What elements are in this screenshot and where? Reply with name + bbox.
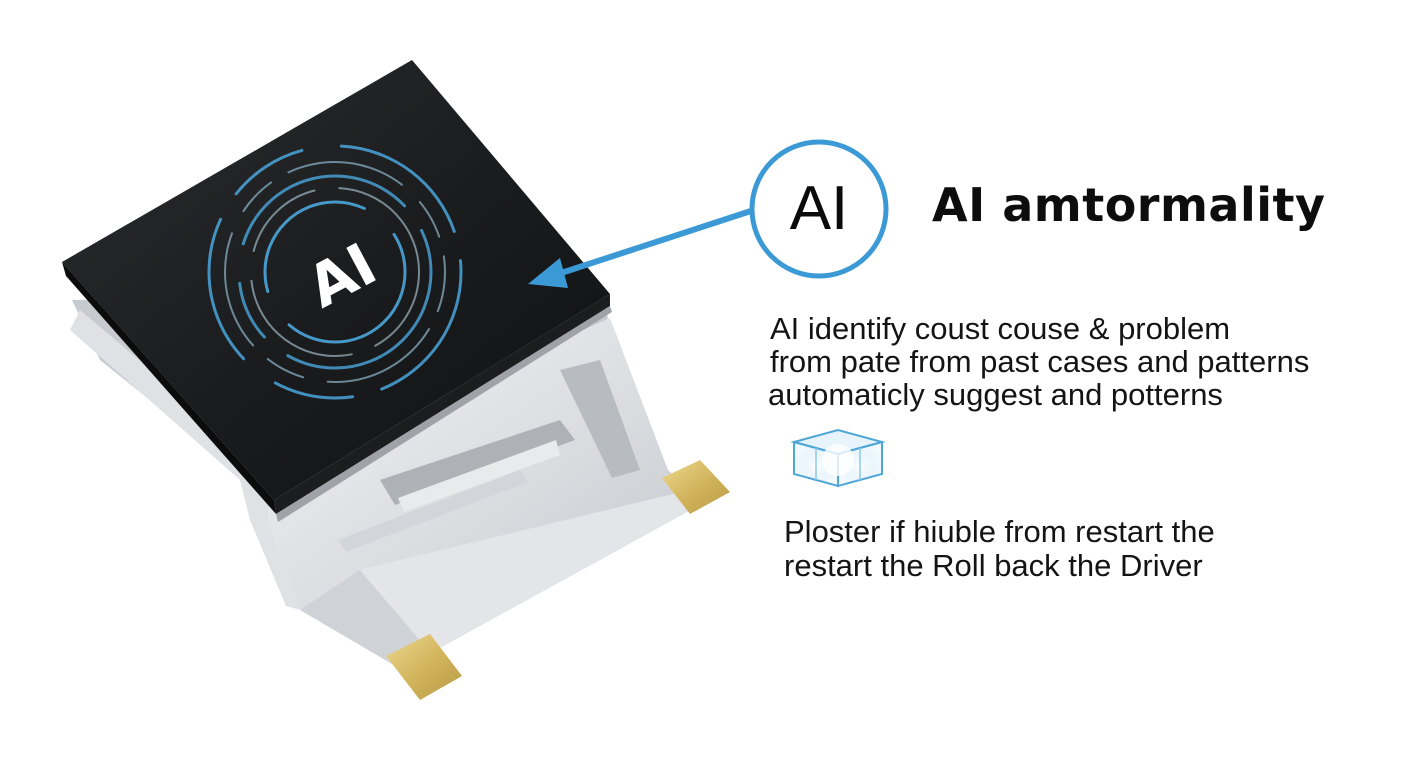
description-line-1: AI identify coust couse & problem	[770, 311, 1231, 346]
gold-contact-right	[662, 460, 730, 514]
gold-contact-left	[386, 634, 462, 700]
ai-badge-circle	[749, 139, 889, 279]
callout-pointer	[528, 205, 763, 288]
description-line-3: automaticly suggest and potterns	[768, 377, 1223, 412]
ai-rings	[207, 144, 463, 400]
translucent-cube-icon	[790, 428, 886, 488]
description-line-2: from pate from past cases and patterns	[770, 344, 1310, 379]
headline: AI amtormality	[932, 178, 1326, 232]
step-line-1: Ploster if hiuble from restart the	[784, 514, 1215, 549]
chip-top-plate	[62, 60, 612, 522]
badge-ai-label: AI	[789, 174, 849, 243]
step-line-2: restart the Roll back the Driver	[784, 548, 1203, 583]
